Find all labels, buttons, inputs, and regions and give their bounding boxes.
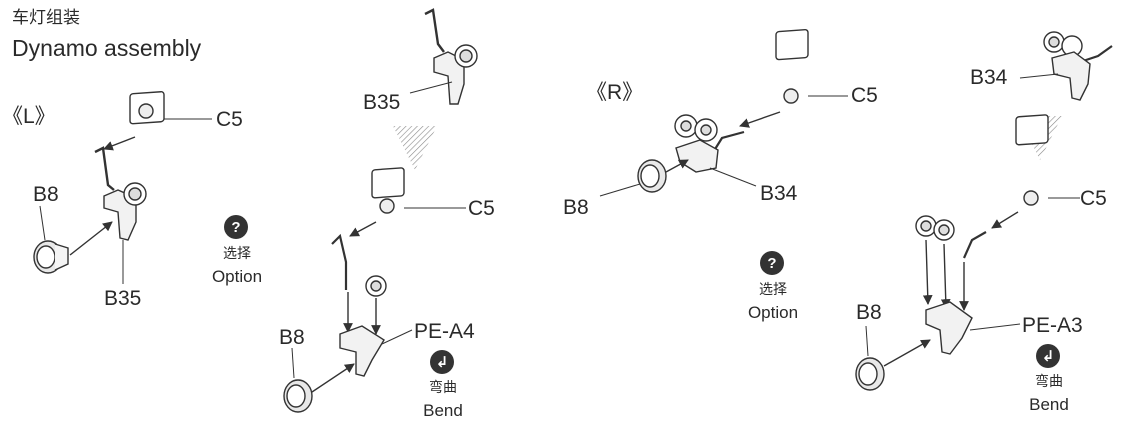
left-alt-b35-thumb bbox=[409, 8, 478, 105]
bend-label-cn-right: 弯曲 bbox=[1035, 373, 1063, 389]
part-label-c5-right: C5 bbox=[851, 84, 878, 107]
question-icon: ? bbox=[224, 215, 248, 239]
option-label-cn-right: 选择 bbox=[759, 281, 787, 297]
b35-part bbox=[103, 182, 147, 284]
right-main-assembly bbox=[599, 28, 848, 197]
title-chinese: 车灯组装 bbox=[12, 8, 80, 27]
alt-part-label-b8: B8 bbox=[279, 326, 305, 349]
part-label-c5: C5 bbox=[216, 108, 243, 131]
alt-part-label-c5: C5 bbox=[468, 197, 495, 220]
c5-part bbox=[129, 91, 212, 125]
option-label-en-right: Option bbox=[747, 303, 799, 322]
right-alt-b34-thumb bbox=[1019, 31, 1113, 101]
alt-part-label-pe-a4: PE-A4 bbox=[414, 320, 475, 343]
bend-label-cn: 弯曲 bbox=[429, 379, 457, 395]
b8-part bbox=[33, 205, 113, 274]
left-alt-assembly bbox=[283, 167, 466, 413]
part-label-b8: B8 bbox=[33, 183, 59, 206]
alt-part-label-b35: B35 bbox=[363, 91, 401, 114]
bend-label-en: Bend bbox=[423, 401, 463, 420]
left-hatch-arrow bbox=[393, 126, 437, 170]
option-label-cn: 选择 bbox=[223, 245, 251, 261]
bend-arrow-icon-right: ↲ bbox=[1036, 344, 1060, 368]
bend-label-en-right: Bend bbox=[1029, 395, 1069, 414]
side-label-right: 《R》 bbox=[586, 81, 644, 104]
left-main-assembly bbox=[33, 91, 212, 284]
alt-part-label-b34: B34 bbox=[970, 66, 1008, 89]
side-label-left: 《L》 bbox=[2, 105, 56, 128]
question-icon-right: ? bbox=[760, 251, 784, 275]
alt-part-label-pe-a3: PE-A3 bbox=[1022, 314, 1083, 337]
lamp-bracket-arm bbox=[94, 146, 115, 191]
title-english: Dynamo assembly bbox=[12, 35, 202, 61]
part-label-b8-right: B8 bbox=[563, 196, 589, 219]
right-alt-assembly bbox=[855, 114, 1080, 391]
part-label-b34: B34 bbox=[760, 182, 798, 205]
alt-part-label-c5-right: C5 bbox=[1080, 187, 1107, 210]
alt-part-label-b8-right: B8 bbox=[856, 301, 882, 324]
option-label-en: Option bbox=[211, 267, 263, 286]
bend-arrow-icon: ↲ bbox=[430, 350, 454, 374]
part-label-b35: B35 bbox=[104, 287, 142, 310]
